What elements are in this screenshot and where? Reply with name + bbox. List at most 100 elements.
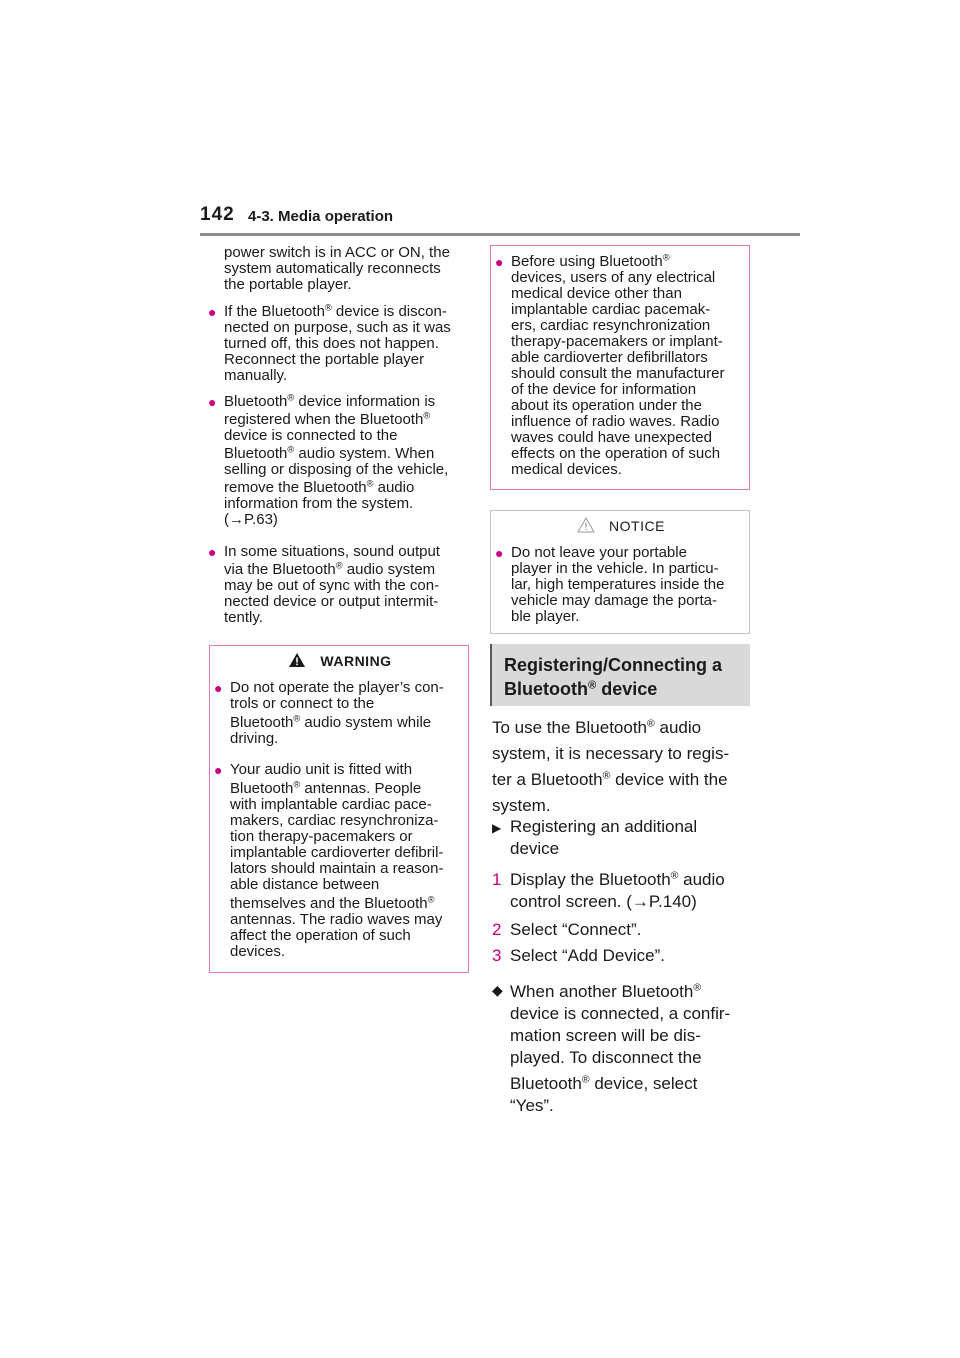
text-segment: device is connected, a confir- (510, 1004, 731, 1023)
rich-lines: Select “Connect”. (510, 919, 641, 941)
text-line: medical device other than (511, 286, 724, 302)
text-line: Before using Bluetooth® (511, 253, 724, 270)
warning-bullet-medical: ● Before using Bluetooth®devices, users … (495, 253, 725, 478)
warning-continued-box: ● Before using Bluetooth®devices, users … (490, 245, 750, 490)
bullet-dot-icon: ● (495, 254, 504, 270)
text-line: themselves and the Bluetooth® (230, 894, 443, 912)
text-segment: played. To disconnect the (510, 1048, 702, 1067)
heading-word: Bluetooth (504, 679, 588, 699)
text-line: device is connected, a confir- (510, 1003, 730, 1025)
warning-title: WARNING (320, 653, 392, 669)
registered-mark: ® (602, 769, 611, 782)
text-segment: therapy-pacemakers or implant- (511, 333, 723, 350)
text-line: antennas. The radio waves may (230, 912, 443, 928)
registered-mark: ® (587, 679, 597, 692)
text-segment: devices, users of any electrical (511, 269, 716, 286)
text-line: Bluetooth® device, select (510, 1073, 730, 1095)
left-intro: power switch is in ACC or ON, the system… (224, 245, 450, 293)
text-line: tently. (224, 610, 440, 626)
text-segment: vehicle may damage the porta- (511, 592, 717, 609)
subhead: ▶ Registering an additional device (492, 816, 697, 860)
text-segment: influence of radio waves. Radio (511, 413, 720, 430)
text-segment: Do not operate the player’s con- (230, 679, 444, 696)
text-segment: ter a Bluetooth (492, 770, 603, 789)
text-line: Select “Add Device”. (510, 945, 665, 967)
text-line: Do not leave your portable (511, 545, 724, 561)
text-line: implantable cardiac pacemak- (511, 302, 724, 318)
text-segment: device information is (294, 393, 436, 410)
text-segment: audio (678, 870, 725, 889)
text-segment: lators should maintain a reason- (230, 860, 444, 877)
text-line: medical devices. (511, 462, 724, 478)
notice-header: NOTICE (511, 516, 731, 536)
registered-mark: ® (324, 302, 332, 313)
text-line: trols or connect to the (230, 696, 444, 712)
text-segment: driving. (230, 730, 279, 747)
registered-mark: ® (366, 478, 374, 489)
text-segment: effects on the operation of such (511, 445, 721, 462)
text-line: To use the Bluetooth® audio (492, 717, 729, 739)
text-line: If the Bluetooth® device is discon- (224, 302, 451, 320)
text-segment: audio system while (300, 714, 432, 731)
page-number: 142 (200, 204, 235, 225)
text-line: may be out of sync with the con- (224, 578, 440, 594)
text-line: waves could have unexpected (511, 430, 724, 446)
text-line: able distance between (230, 877, 443, 893)
text-line: player in the vehicle. In particu- (511, 561, 724, 577)
registered-mark: ® (423, 410, 431, 421)
text-segment: tently. (224, 609, 263, 626)
text-segment: able cardioverter defibrillators (511, 349, 708, 366)
text-segment: makers, cardiac resynchroniza- (230, 812, 439, 829)
text-segment: device is discon- (331, 303, 447, 320)
text-segment: affect the operation of such (230, 927, 411, 944)
warning-header: WARNING (230, 652, 450, 671)
text-segment: should consult the manufacturer (511, 365, 725, 382)
text-segment: manually. (224, 367, 288, 384)
subhead-line: Registering an additional (510, 817, 698, 836)
text-line: affect the operation of such (230, 928, 443, 944)
text-segment: Select “Connect”. (510, 920, 642, 939)
text-segment: remove the Bluetooth (224, 479, 367, 496)
text-line: lators should maintain a reason- (230, 861, 443, 877)
header-rule (200, 233, 800, 236)
section-heading: Registering/Connecting a Bluetooth® devi… (490, 644, 750, 706)
text-segment: In some situations, sound output (224, 543, 440, 560)
text-segment: information from the system. (224, 495, 414, 512)
rich-lines: If the Bluetooth® device is discon-necte… (224, 302, 451, 384)
text-segment: registered when the Bluetooth (224, 411, 424, 428)
text-line: with implantable cardiac pace- (230, 797, 443, 813)
text-segment: Bluetooth (224, 393, 288, 410)
text-line: nected on purpose, such as it was (224, 320, 451, 336)
text-segment: Bluetooth (230, 714, 294, 731)
bullet-dot-icon: ● (208, 394, 217, 410)
text-segment: system, it is necessary to regis- (492, 744, 730, 763)
registered-mark: ® (293, 779, 301, 790)
text-segment: medical device other than (511, 285, 682, 302)
bullet-dot-icon: ● (214, 762, 223, 778)
text-line: ers, cardiac resynchronization (511, 318, 724, 334)
text-segment: “Yes”. (510, 1096, 554, 1115)
text-segment: able distance between (230, 876, 380, 893)
text-segment: device, select (589, 1074, 698, 1093)
text-line: Bluetooth® audio system. When (224, 445, 448, 462)
text-segment: nected on purpose, such as it was (224, 319, 451, 336)
text-line: remove the Bluetooth® audio (224, 478, 448, 496)
text-segment: of the device for information (511, 381, 697, 398)
text-line: When another Bluetooth® (510, 981, 730, 1003)
registered-mark: ® (427, 894, 435, 905)
text-segment: turned off, this does not happen. (224, 335, 439, 352)
heading-line-2: Bluetooth® device (504, 677, 722, 701)
text-segment: audio system. When (294, 445, 435, 462)
text-line: system. (492, 795, 729, 817)
text-segment: themselves and the Bluetooth (230, 895, 428, 912)
text-segment: If the Bluetooth (224, 303, 325, 320)
text-line: In some situations, sound output (224, 544, 440, 560)
rich-lines: Before using Bluetooth®devices, users of… (511, 253, 725, 478)
text-line: Reconnect the portable player (224, 352, 451, 368)
warning-bullet-driving: ● Do not operate the player’s con-trols … (214, 680, 444, 747)
